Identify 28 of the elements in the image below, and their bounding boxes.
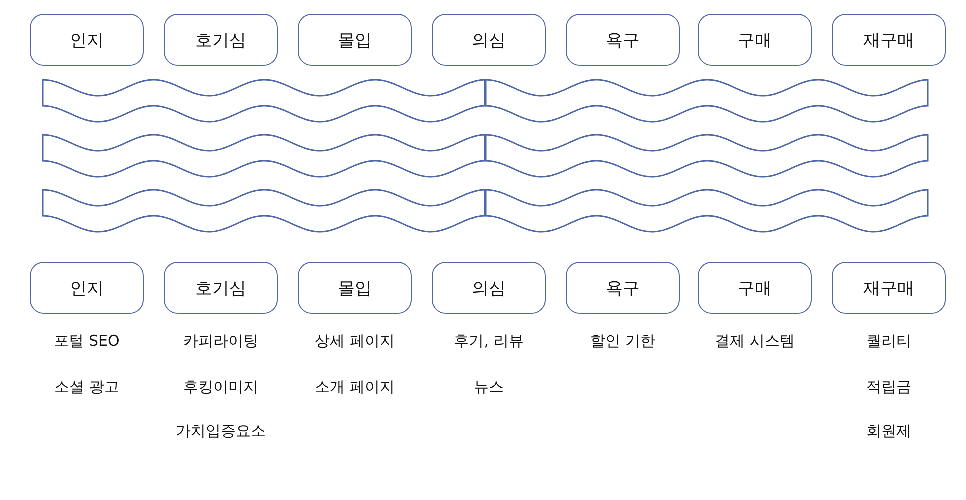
- stage-box: 인지: [30, 262, 144, 314]
- channel-text: 가치입증요소: [176, 422, 266, 441]
- channel-text: 회원제: [866, 422, 912, 441]
- stage-box: 구매: [698, 262, 812, 314]
- channel-text: 상세 페이지: [315, 332, 395, 351]
- stage-box: 호기심: [164, 14, 278, 66]
- channel-text: 후기, 리뷰: [454, 332, 524, 351]
- channel-text: 할인 기한: [590, 332, 656, 351]
- channel-text: 결제 시스템: [715, 332, 795, 351]
- channel-text: 소개 페이지: [315, 378, 395, 397]
- stage-box: 구매: [698, 14, 812, 66]
- stage-box: 욕구: [566, 14, 680, 66]
- stage-box: 재구매: [832, 14, 946, 66]
- channel-text: 후킹이미지: [184, 378, 258, 397]
- channel-text: 퀄리티: [866, 332, 912, 351]
- channel-text: 적립금: [866, 378, 912, 397]
- channel-text: 소셜 광고: [54, 378, 120, 397]
- stage-box: 욕구: [566, 262, 680, 314]
- stage-box: 재구매: [832, 262, 946, 314]
- channel-text: 뉴스: [474, 378, 504, 397]
- channel-text: 카피라이팅: [184, 332, 258, 351]
- stage-box: 의심: [432, 14, 546, 66]
- stage-box: 의심: [432, 262, 546, 314]
- stage-box: 인지: [30, 14, 144, 66]
- channel-text: 포털 SEO: [54, 332, 120, 351]
- stage-box: 몰입: [298, 14, 412, 66]
- stage-box: 호기심: [164, 262, 278, 314]
- stage-box: 몰입: [298, 262, 412, 314]
